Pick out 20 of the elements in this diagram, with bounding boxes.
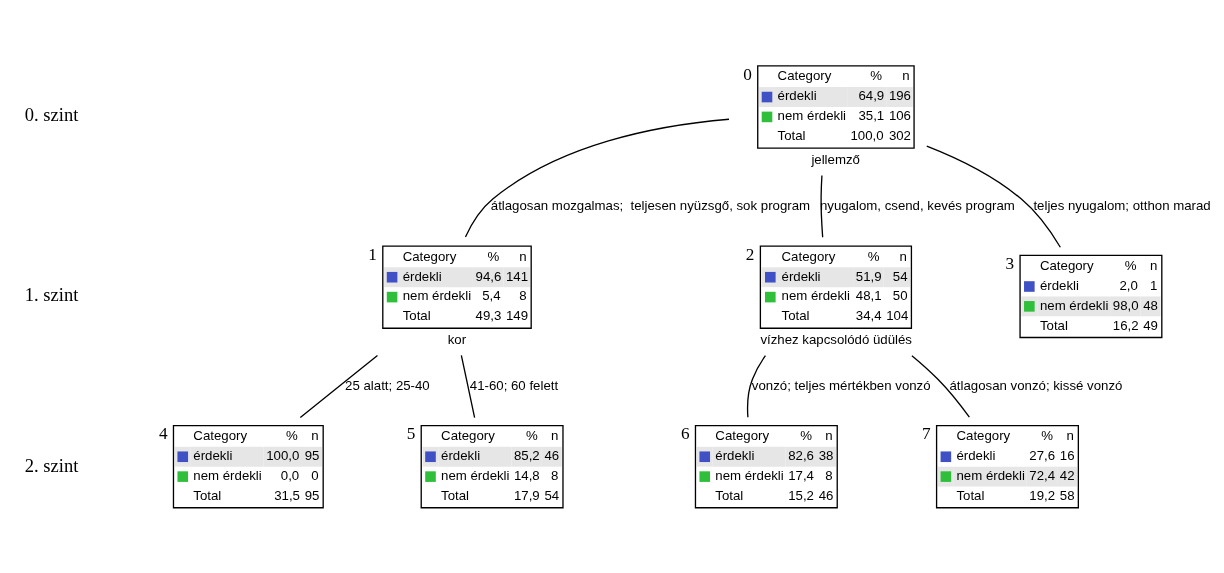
node-label: 6: [680, 424, 690, 444]
edge-label: teljes nyugalom; otthon marad: [1033, 197, 1211, 213]
node-label: jellemző: [811, 151, 860, 167]
label: 2. szint: [24, 454, 79, 476]
label: 0. szint: [24, 104, 79, 126]
edge-label: átlagosan mozgalmas; teljesen nyüzsgő, sok program: [490, 197, 811, 213]
node-label: kor: [447, 332, 467, 348]
edge-label: átlagosan vonzó; kissé vonzó: [949, 377, 1123, 393]
node-label: 3: [1005, 254, 1015, 274]
edge-label: vonzó; teljes mértékben vonzó: [751, 377, 931, 393]
node-label: 7: [922, 424, 931, 444]
node-label: 4: [158, 424, 168, 444]
node-label: 0: [743, 64, 752, 84]
node-label: 5: [406, 424, 416, 444]
node-label: vízhez kapcsolódó üdülés: [760, 332, 912, 348]
edge-label: 25 alatt; 25-40: [345, 377, 430, 393]
edge-label: 41-60; 60 felett: [469, 377, 559, 393]
label: 1. szint: [24, 284, 79, 306]
node-label: 2: [745, 244, 755, 264]
node-label: 1: [368, 244, 377, 264]
